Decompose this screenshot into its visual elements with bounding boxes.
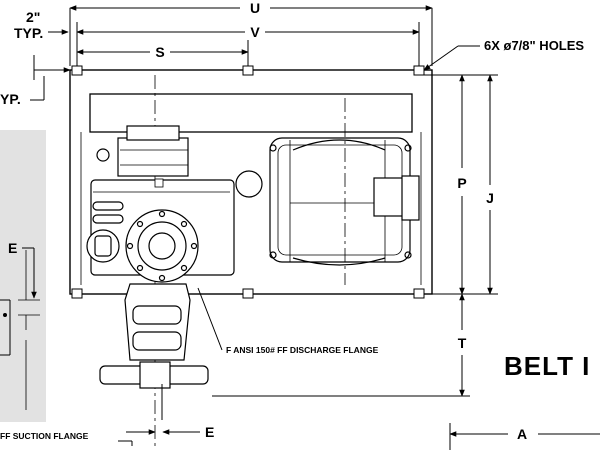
dim-2in-label: 2" bbox=[26, 9, 40, 25]
dim-s bbox=[76, 40, 249, 66]
dim-t-label: T bbox=[458, 335, 467, 351]
discharge-note: F ANSI 150# FF DISCHARGE FLANGE bbox=[226, 345, 379, 355]
dim-e-left-leader bbox=[22, 247, 37, 299]
dim-p-label: P bbox=[457, 175, 466, 191]
suction-flange bbox=[99, 361, 209, 389]
holes-note: 6X ø7/8" HOLES bbox=[484, 38, 584, 53]
dim-u bbox=[69, 5, 433, 66]
discharge-leader bbox=[197, 287, 223, 351]
pump-volute bbox=[86, 229, 120, 263]
dim-t bbox=[212, 293, 470, 397]
dim-a bbox=[449, 423, 600, 450]
dim-a-label: A bbox=[517, 426, 527, 442]
dim-2in-leaders bbox=[30, 29, 71, 101]
dim-e-bottom-label: E bbox=[205, 424, 214, 440]
motor bbox=[269, 137, 420, 266]
suction-note: FF SUCTION FLANGE bbox=[0, 431, 89, 441]
dim-typ-left: YP. bbox=[0, 91, 21, 107]
dim-s-label: S bbox=[155, 44, 164, 60]
dim-e-left-label: E bbox=[8, 240, 17, 256]
coupling-guard bbox=[120, 149, 188, 188]
dim-e-bottom bbox=[126, 384, 200, 435]
title-text: BELT I bbox=[504, 351, 590, 381]
side-view-outline bbox=[0, 250, 40, 410]
discharge-flange bbox=[125, 209, 199, 283]
holes-leader bbox=[423, 45, 480, 71]
dim-v bbox=[76, 22, 420, 66]
dim-u-label: U bbox=[250, 0, 260, 16]
dim-j bbox=[470, 74, 498, 295]
dim-p bbox=[424, 74, 470, 295]
side-view-panel bbox=[0, 130, 46, 422]
pump-column bbox=[124, 283, 191, 361]
suction-leader bbox=[118, 440, 133, 446]
dim-2in-typ: TYP. bbox=[14, 25, 43, 41]
rear-rail bbox=[89, 93, 413, 133]
dim-j-label: J bbox=[486, 190, 494, 206]
dim-v-label: V bbox=[250, 24, 260, 40]
